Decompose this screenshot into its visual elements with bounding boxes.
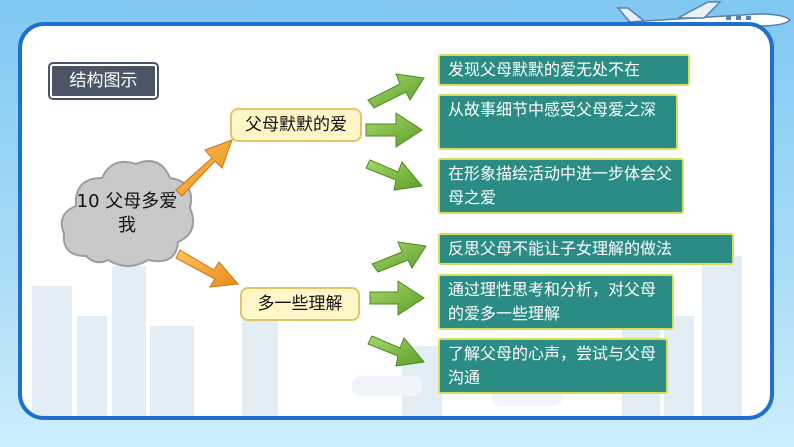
leaf-box: 反思父母不能让子女理解的做法: [438, 233, 734, 265]
arrow-icon: [369, 280, 425, 316]
arrow-icon: [371, 241, 427, 273]
arrow-icon: [367, 335, 425, 367]
arrow-icon: [365, 112, 423, 148]
arrow-icon: [367, 73, 425, 109]
leaf-box: 从故事细节中感受父母爱之深: [438, 94, 678, 150]
leaf-box: 在形象描绘活动中进一步体会父母之爱: [438, 158, 684, 214]
branch-box: 父母默默的爱: [230, 108, 362, 142]
cloud-shape: [60, 160, 194, 267]
leaf-box: 发现父母默默的爱无处不在: [438, 54, 690, 86]
root-topic: 10 父母多爱我: [76, 191, 178, 236]
branch-box: 多一些理解: [240, 287, 360, 321]
section-tag: 结构图示: [48, 62, 159, 100]
leaf-box: 通过理性思考和分析，对父母的爱多一些理解: [438, 274, 674, 330]
arrow-icon: [175, 139, 233, 197]
arrow-icon: [175, 249, 240, 288]
arrow-icon: [365, 159, 423, 191]
leaf-box: 了解父母的心声，尝试与父母沟通: [438, 338, 668, 394]
